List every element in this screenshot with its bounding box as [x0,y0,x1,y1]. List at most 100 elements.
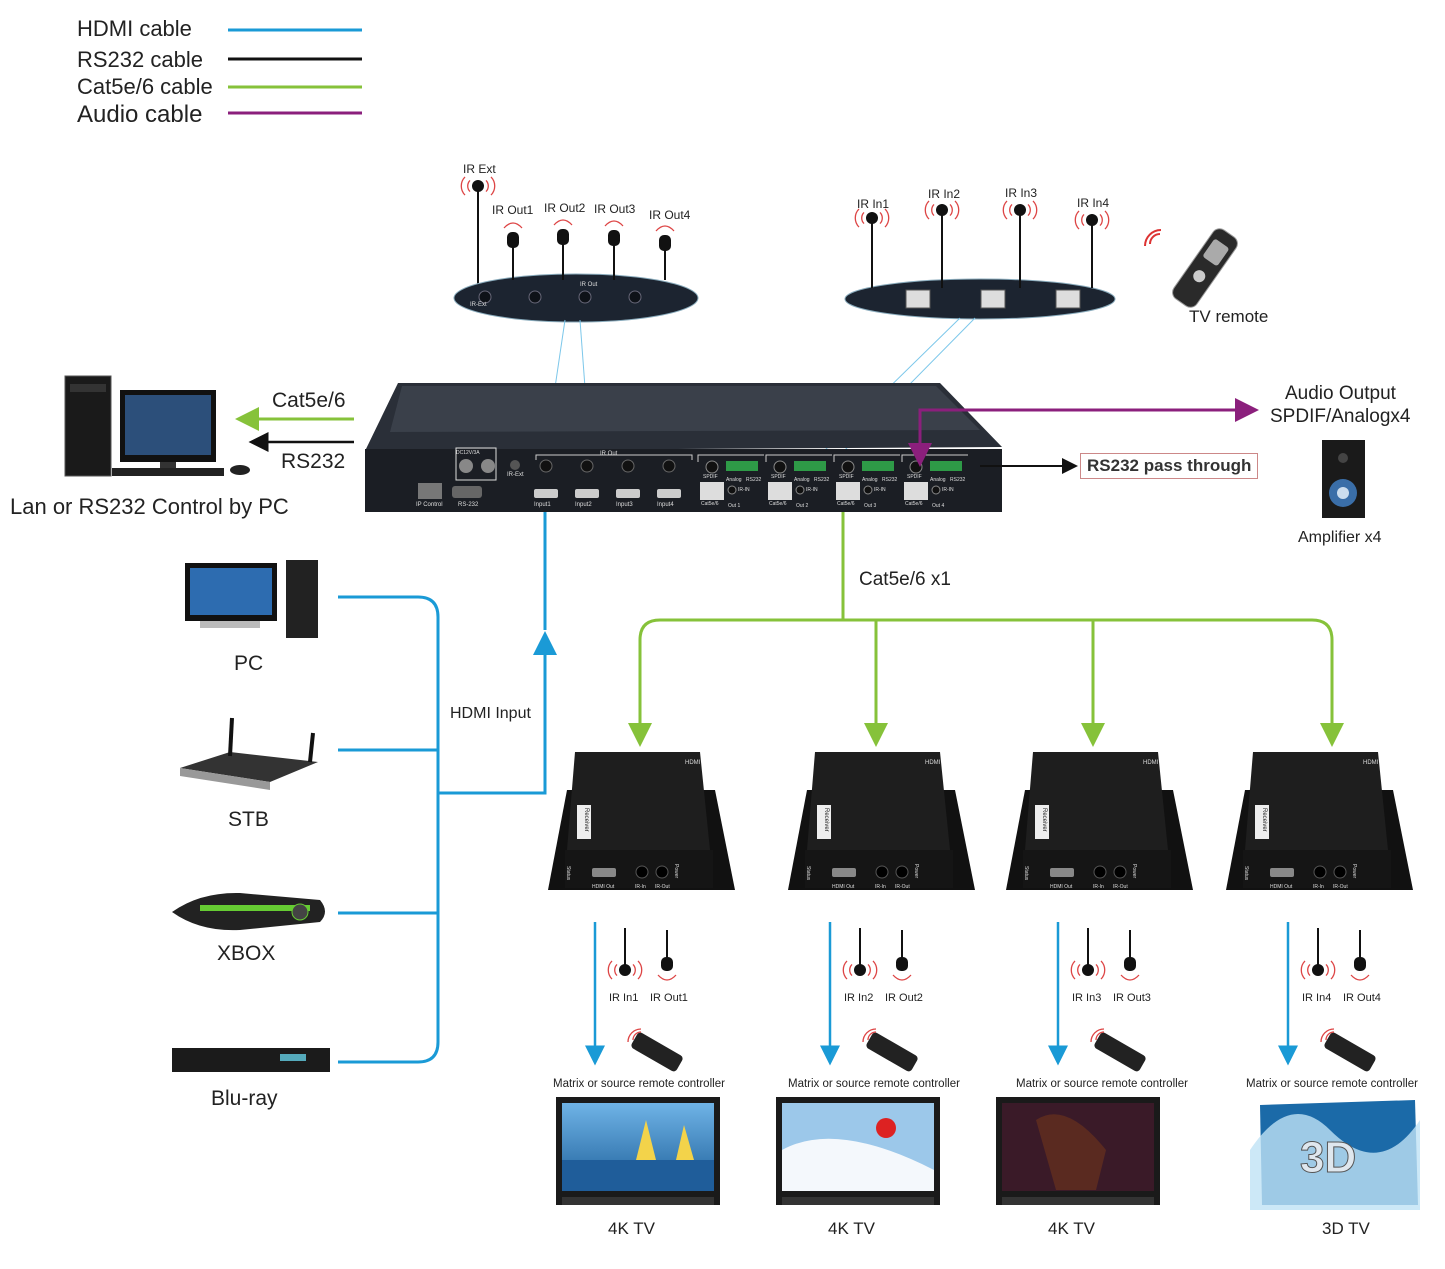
ir-out4-label: IR Out4 [649,208,691,222]
remote-controller-icon [1094,1032,1146,1072]
unit-cat-label: Cat5e/6 [701,501,719,507]
terminal-block-icon [794,461,826,471]
ir-receiver-icon [1074,210,1110,288]
rx-ir-in-label: IR In3 [1072,992,1102,1004]
rx-ir-out-label: IR Out2 [885,992,923,1004]
rs232-pass-through-box: RS232 pass through [1080,453,1259,479]
unit-irin-label: IR-IN [738,487,750,493]
panel-irout-label: IR Out [580,282,598,288]
ir-receiver-icon [842,928,878,980]
hdmi-input-port [657,489,681,498]
receiver-brand: HDMI [685,760,701,766]
unit-input-label: Input4 [657,502,674,508]
receiver-ir-out-label: IR-Out [1113,884,1128,890]
pc-control-label: Lan or RS232 Control by PC [10,494,289,519]
ir-emitter-icon [604,220,624,280]
tv-label: 4K TV [1048,1219,1095,1238]
cat-port-icon [905,289,931,309]
unit-irin-label: IR-IN [806,487,818,493]
amplifier-icon [1322,440,1365,518]
ir-out2-label: IR Out2 [544,201,586,215]
hdmi-out-port [1050,868,1074,877]
tv-label: 4K TV [828,1219,875,1238]
receiver-status-label: Status [1023,866,1029,881]
ir-in3-label: IR In3 [1005,186,1038,200]
tv-remote-icon [1172,228,1238,308]
unit-analog-label: Analog [726,477,742,483]
bluray-source-icon [172,1048,330,1072]
receiver-side-label: Receiver [1261,808,1267,832]
ir-emitter-icon [655,225,675,280]
unit-input-label: Input2 [575,502,592,508]
unit-ip-label: IP Control [416,502,443,508]
hdbaset-receiver [1006,752,1193,890]
unit-rs232port-label: RS232 [882,477,898,483]
pc-source-icon [185,560,318,638]
stb-source-icon [180,717,318,790]
rx-ir-out-label: IR Out1 [650,992,688,1004]
unit-irout-label: IR Out [600,451,618,457]
unit-cat-label: Cat5e/6 [905,501,923,507]
unit-spdif-label: SPDIF [907,474,922,480]
receiver-power-label: Power [673,864,679,879]
hdmi-input-port [616,489,640,498]
receiver-brand: HDMI [1143,760,1159,766]
ir-receiver-icon [1300,928,1336,980]
ir-emitter-icon [503,222,523,280]
cat-port-icon [1055,289,1081,309]
source-pc-label: PC [234,652,264,675]
receiver-brand: HDMI [1363,760,1379,766]
receiver-status-label: Status [805,866,811,881]
ir-in2-label: IR In2 [928,187,961,201]
legend-lines [228,28,362,115]
tv-label: 4K TV [608,1219,655,1238]
unit-irin-label: IR-IN [874,487,886,493]
hdmi-input-port [534,489,558,498]
ir-emitter-icon [553,219,573,280]
receiver-status-label: Status [565,866,571,881]
svg-text:3D: 3D [1300,1133,1356,1182]
ir-emitter-icon [1350,930,1370,981]
unit-rs232port-label: RS232 [814,477,830,483]
receiver-tag [1035,805,1049,839]
panel-irext-label: IR-Ext [470,302,487,308]
receiver-ir-in-label: IR-In [1093,884,1104,890]
receiver-ir-out-label: IR-Out [655,884,670,890]
ir-receiver-icon [854,208,890,288]
unit-out-label: Out 4 [932,503,945,509]
4k-tv-icon [776,1097,940,1205]
receiver-ir-in-label: IR-In [635,884,646,890]
ir-in4-label: IR In4 [1077,196,1110,210]
ir-out-port [539,459,553,473]
remote-controller-label: Matrix or source remote controller [553,1078,725,1090]
unit-analog-label: Analog [862,477,878,483]
legend-audio: Audio cable [77,101,203,128]
receiver-tag [577,805,591,839]
legend-hdmi: HDMI cable [77,16,192,41]
unit-out-label: Out 2 [796,503,809,509]
spdif-port [909,460,923,474]
spdif-port [841,460,855,474]
tv-label: 3D TV [1322,1219,1370,1238]
remote-controller-icon [631,1032,683,1072]
receiver-hdmi-out-label: HDMI Out [592,884,615,890]
unit-rs232-label: RS-232 [458,502,479,508]
ir-out-panel [453,176,699,456]
receiver-side-label: Receiver [1041,808,1047,832]
unit-input-label: Input3 [616,502,633,508]
ir-in-panel [819,200,1116,456]
spdif-port [705,460,719,474]
receiver-hdmi-out-label: HDMI Out [1270,884,1293,890]
ir-in1-label: IR In1 [857,197,890,211]
source-stb-label: STB [228,808,269,831]
receiver-tag [1255,805,1269,839]
remote-controller-label: Matrix or source remote controller [1246,1078,1418,1090]
terminal-block-icon [862,461,894,471]
legend-cat: Cat5e/6 cable [77,74,213,99]
4k-tv-icon [556,1097,720,1205]
rx-ir-in-label: IR In2 [844,992,874,1004]
ir-receiver-icon [1070,928,1106,980]
ir-emitter-icon [892,930,912,981]
ir-ext-label: IR Ext [463,162,496,176]
